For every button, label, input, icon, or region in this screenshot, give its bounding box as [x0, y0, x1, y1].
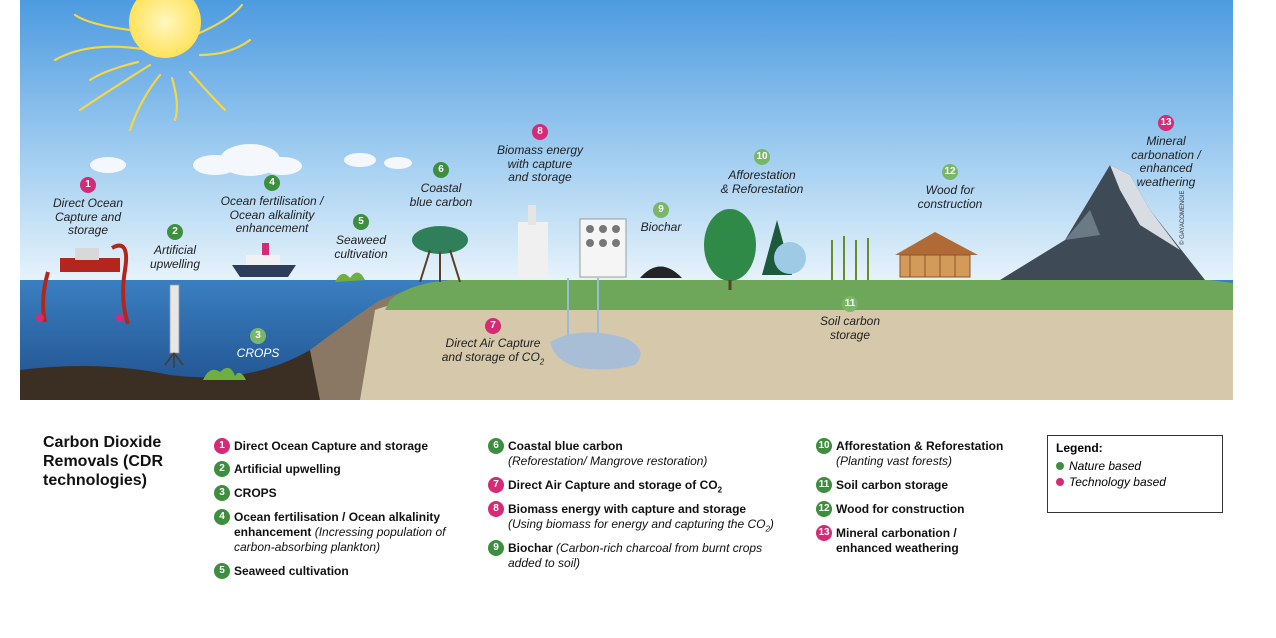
- section-title: Carbon Dioxide Removals (CDR technologie…: [43, 434, 164, 489]
- seabed: [20, 345, 365, 400]
- legend-badge-1: 1: [214, 438, 230, 454]
- legend-nature: Nature based: [1056, 458, 1214, 474]
- mountain: [1000, 165, 1205, 280]
- sky: [20, 0, 1233, 285]
- legend-item-1: 1 Direct Ocean Capture and storage: [214, 438, 428, 454]
- legend-item-11: 11 Soil carbon storage: [816, 477, 948, 493]
- legend-badge-12: 12: [816, 501, 832, 517]
- badge-10: 10: [754, 149, 770, 165]
- legend-badge-13: 13: [816, 525, 832, 541]
- badge-3: 3: [250, 328, 266, 344]
- badge-8: 8: [532, 124, 548, 140]
- biomass-plant: [518, 205, 641, 370]
- legend-item-5: 5 Seaweed cultivation: [214, 563, 349, 579]
- badge-12: 12: [942, 164, 958, 180]
- legend-badge-11: 11: [816, 477, 832, 493]
- legend-badge-3: 3: [214, 485, 230, 501]
- legend-badge-8: 8: [488, 501, 504, 517]
- badge-1: 1: [80, 177, 96, 193]
- legend-title: Legend:: [1056, 441, 1103, 455]
- legend-item-12: 12 Wood for construction: [816, 501, 964, 517]
- ocean-platform: [36, 243, 130, 325]
- nature-dot-icon: [1056, 462, 1064, 470]
- legend-item-8: 8 Biomass energy with capture and storag…: [488, 501, 774, 536]
- legend-item-2: 2 Artificial upwelling: [214, 461, 341, 477]
- legend-technology: Technology based: [1056, 474, 1214, 490]
- legend-badge-6: 6: [488, 438, 504, 454]
- badge-9: 9: [653, 202, 669, 218]
- legend-item-13: 13 Mineral carbonation / enhanced weathe…: [816, 525, 959, 556]
- crops: [831, 236, 869, 280]
- upwelling-pipe: [164, 284, 184, 368]
- badge-6: 6: [433, 162, 449, 178]
- mangroves: [412, 226, 468, 283]
- legend-badge-10: 10: [816, 438, 832, 454]
- scene-label-3: 3 CROPS: [236, 328, 280, 360]
- legend-item-7: 7 Direct Air Capture and storage of CO2: [488, 477, 722, 497]
- legend-badge-9: 9: [488, 540, 504, 556]
- badge-13: 13: [1158, 115, 1174, 131]
- badge-5: 5: [353, 214, 369, 230]
- wooden-house: [895, 232, 978, 278]
- forest: [704, 209, 806, 290]
- scene-artwork: [20, 0, 1233, 400]
- clouds: [90, 144, 412, 176]
- legend-item-6: 6 Coastal blue carbon (Reforestation/ Ma…: [488, 438, 707, 469]
- scene-label-9: 9 Biochar: [640, 202, 682, 234]
- seaweed: [203, 272, 365, 380]
- legend-item-9: 9 Biochar (Carbon-rich charcoal from bur…: [488, 540, 762, 571]
- land: [385, 280, 1233, 310]
- badge-11: 11: [842, 296, 858, 312]
- image-credit: © GAYACOMENGIE: [1180, 190, 1186, 245]
- sun-icon: [53, 0, 252, 132]
- legend-badge-4: 4: [214, 509, 230, 525]
- legend-box: Legend: Nature based Technology based: [1047, 435, 1223, 513]
- legend-item-10: 10 Afforestation & Reforestation (Planti…: [816, 438, 1003, 469]
- soil: [360, 300, 1233, 400]
- badge-4: 4: [264, 175, 280, 191]
- legend-badge-7: 7: [488, 477, 504, 493]
- badge-7: 7: [485, 318, 501, 334]
- legend-badge-2: 2: [214, 461, 230, 477]
- scene-label-10: 10 Afforestation& Reforestation: [720, 149, 804, 196]
- legend-item-4: 4 Ocean fertilisation / Ocean alkalinity…: [214, 509, 445, 555]
- legend-item-3: 3 CROPS: [214, 485, 277, 501]
- legend-badge-5: 5: [214, 563, 230, 579]
- badge-2: 2: [167, 224, 183, 240]
- technology-dot-icon: [1056, 478, 1064, 486]
- ship: [232, 243, 296, 277]
- biochar-pile: [640, 266, 682, 278]
